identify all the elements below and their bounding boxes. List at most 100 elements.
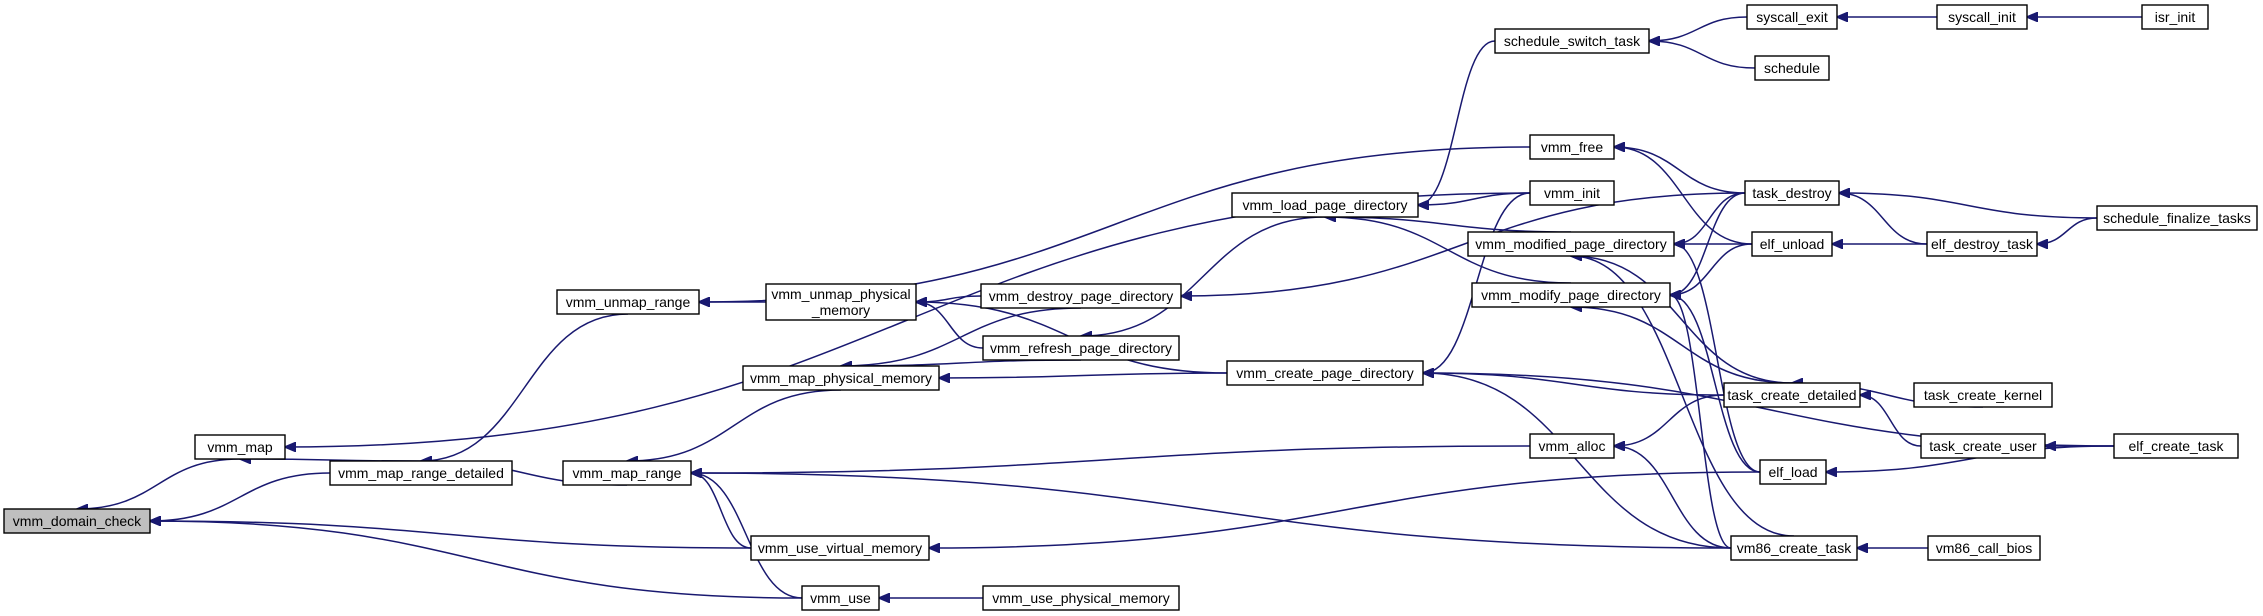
node-isr-init[interactable]: isr_init [2141,4,2209,30]
node-box [1231,192,1419,218]
node-schedule[interactable]: schedule [1754,55,1830,81]
node-vmm-domain-check[interactable]: vmm_domain_check [3,508,151,534]
edge-vmm-map-range-detailed-to-vmm-domain-check [150,472,331,521]
edge-syscall-exit-to-schedule-switch-task [1649,16,1748,41]
node-task-create-detailed[interactable]: task_create_detailed [1723,382,1861,408]
node-elf-destroy-task[interactable]: elf_destroy_task [1926,231,2038,257]
edge-vmm-free-to-vmm-unmap-range [699,146,1531,302]
node-schedule-finalize-tasks[interactable]: schedule_finalize_tasks [2096,205,2258,231]
node-vmm-init[interactable]: vmm_init [1529,180,1615,206]
edge-schedule-to-schedule-switch-task [1649,41,1756,69]
edge-schedule-finalize-tasks-to-task-destroy [1839,193,2098,219]
node-label: task_create_kernel [1924,387,2042,403]
node-task-create-user[interactable]: task_create_user [1920,433,2046,459]
node-label: syscall_init [1948,9,2016,25]
node-label: task_create_user [1929,438,2037,454]
node-vmm-modify-page-directory[interactable]: vmm_modify_page_directory [1471,282,1671,308]
node-box [1920,433,2046,459]
node-vmm-map[interactable]: vmm_map [194,434,286,460]
node-label: vmm_map_physical_memory [750,370,932,386]
node-label: vmm_alloc [1539,438,1606,454]
node-label: schedule_finalize_tasks [2103,210,2251,226]
edge-task-destroy-to-vmm-modify-page-directory [1670,192,1746,295]
node-label: isr_init [2155,9,2196,25]
node-label: _memory [811,302,870,318]
node-elf-load[interactable]: elf_load [1759,459,1827,485]
edge-vmm-refresh-page-directory-to-vmm-unmap-physical-memory [916,302,984,349]
node-syscall-init[interactable]: syscall_init [1936,4,2028,30]
node-box [1926,231,2038,257]
edge-task-create-user-to-task-create-detailed [1860,395,1922,447]
edge-schedule-finalize-tasks-to-elf-destroy-task [2037,217,2098,244]
node-box [982,585,1180,611]
node-vmm-use-physical-memory[interactable]: vmm_use_physical_memory [982,585,1180,611]
node-label: syscall_exit [1756,9,1828,25]
node-box [562,460,692,486]
edge-vmm-alloc-to-vmm-map-range [691,445,1531,473]
node-vmm-map-range[interactable]: vmm_map_range [562,460,692,486]
node-box [980,283,1182,309]
node-vm86-call-bios[interactable]: vm86_call_bios [1927,535,2041,561]
node-elf-create-task[interactable]: elf_create_task [2113,433,2239,459]
edge-elf-unload-to-vmm-modify-page-directory [1670,243,1753,295]
edge-vmm-use-virtual-memory-to-vmm-domain-check [150,521,752,549]
node-label: vmm_map [207,439,273,455]
node-vmm-refresh-page-directory[interactable]: vmm_refresh_page_directory [982,335,1180,361]
node-vmm-destroy-page-directory[interactable]: vmm_destroy_page_directory [980,283,1182,309]
node-vmm-use[interactable]: vmm_use [801,585,880,611]
edge-vmm-refresh-page-directory-to-vmm-map-physical-memory [841,359,1082,366]
edge-elf-unload-to-vmm-free [1614,147,1753,245]
node-label: vmm_unmap_range [566,294,691,310]
edge-vmm-use-to-vmm-domain-check [150,521,803,599]
node-task-destroy[interactable]: task_destroy [1744,180,1840,206]
edge-vmm-init-to-vmm-load-page-directory [1418,192,1531,205]
node-label: vm86_create_task [1737,540,1852,556]
edge-vmm-load-page-directory-to-vmm-refresh-page-directory [1081,216,1326,336]
node-box [1927,535,2041,561]
node-box [1723,382,1861,408]
node-box [1913,382,2053,408]
node-box [329,460,513,486]
node-layer: vmm_domain_check vmm_map vmm_map_range_det… [3,4,2258,611]
node-vmm-modified-page-directory[interactable]: vmm_modified_page_directory [1467,231,1675,257]
node-elf-unload[interactable]: elf_unload [1751,231,1833,257]
node-box [1744,180,1840,206]
node-box [765,283,917,321]
edge-task-destroy-to-vmm-modified-page-directory [1674,192,1746,244]
node-label: elf_load [1768,464,1817,480]
node-box [194,434,286,460]
node-schedule-switch-task[interactable]: schedule_switch_task [1494,28,1650,54]
node-label: task_destroy [1752,185,1831,201]
edge-elf-create-task-to-elf-load [1826,445,2115,472]
node-label: vmm_refresh_page_directory [990,340,1172,356]
edge-vmm-create-page-directory-to-vmm-map-physical-memory [939,372,1228,378]
edge-schedule-switch-task-to-vmm-load-page-directory [1418,40,1496,205]
node-box [3,508,151,534]
node-label: vm86_call_bios [1936,540,2033,556]
node-vmm-use-virtual-memory[interactable]: vmm_use_virtual_memory [750,535,930,561]
node-vmm-map-physical-memory[interactable]: vmm_map_physical_memory [742,365,940,391]
node-label: elf_unload [1760,236,1825,252]
node-box [1467,231,1675,257]
node-vmm-unmap-range[interactable]: vmm_unmap_range [556,289,700,315]
node-box [1529,134,1615,160]
edge-vmm-map-physical-memory-to-vmm-map-range [627,389,842,461]
edge-vm86-create-task-to-vmm-modified-page-directory [1571,256,1795,537]
node-vmm-map-range-detailed[interactable]: vmm_map_range_detailed [329,460,513,486]
edge-elf-load-to-vmm-modified-page-directory [1674,244,1761,473]
node-task-create-kernel[interactable]: task_create_kernel [1913,382,2053,408]
node-vmm-free[interactable]: vmm_free [1529,134,1615,160]
node-vmm-alloc[interactable]: vmm_alloc [1529,433,1615,459]
edge-vmm-use-to-vmm-map-range [691,473,803,599]
edge-task-create-detailed-to-vmm-modify-page-directory [1571,307,1793,384]
node-vmm-create-page-directory[interactable]: vmm_create_page_directory [1226,360,1424,386]
node-vmm-unmap-physical-memory[interactable]: vmm_unmap_physical_memory [765,283,917,321]
node-vmm-load-page-directory[interactable]: vmm_load_page_directory [1231,192,1419,218]
edge-vm86-create-task-to-vmm-modify-page-directory [1670,295,1732,549]
edge-task-create-detailed-to-vmm-modified-page-directory [1571,256,1793,384]
node-vm86-create-task[interactable]: vm86_create_task [1730,535,1858,561]
node-syscall-exit[interactable]: syscall_exit [1746,4,1838,30]
node-box [2141,4,2209,30]
node-box [1746,4,1838,30]
edge-vm86-create-task-to-vmm-create-page-directory [1423,373,1732,549]
